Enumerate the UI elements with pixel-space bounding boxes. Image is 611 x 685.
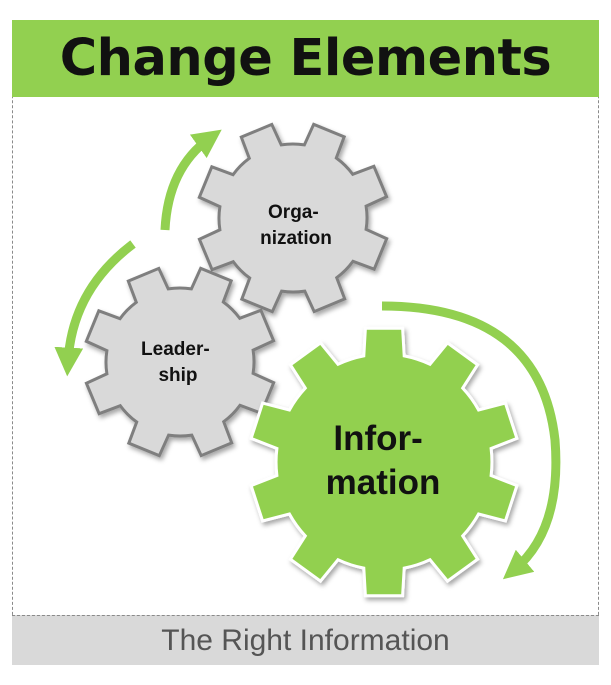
gear-label-leadership: Leader- ship <box>141 339 215 386</box>
footer-bar: The Right Information <box>12 615 599 665</box>
gear-leadership <box>84 266 276 458</box>
gear-organization <box>197 122 389 314</box>
gear-label-organization: Orga- nization <box>260 202 332 249</box>
title-bar: Change Elements <box>12 20 599 97</box>
gear-information <box>249 326 519 598</box>
gear-label-information: Infor- mation <box>326 419 441 502</box>
arrow-down-to-leadership <box>54 240 136 377</box>
arrow-around-information <box>381 301 561 580</box>
diagram-title: Change Elements <box>59 29 552 88</box>
footer-caption: The Right Information <box>161 623 450 657</box>
arrow-up-to-organization <box>160 129 222 231</box>
